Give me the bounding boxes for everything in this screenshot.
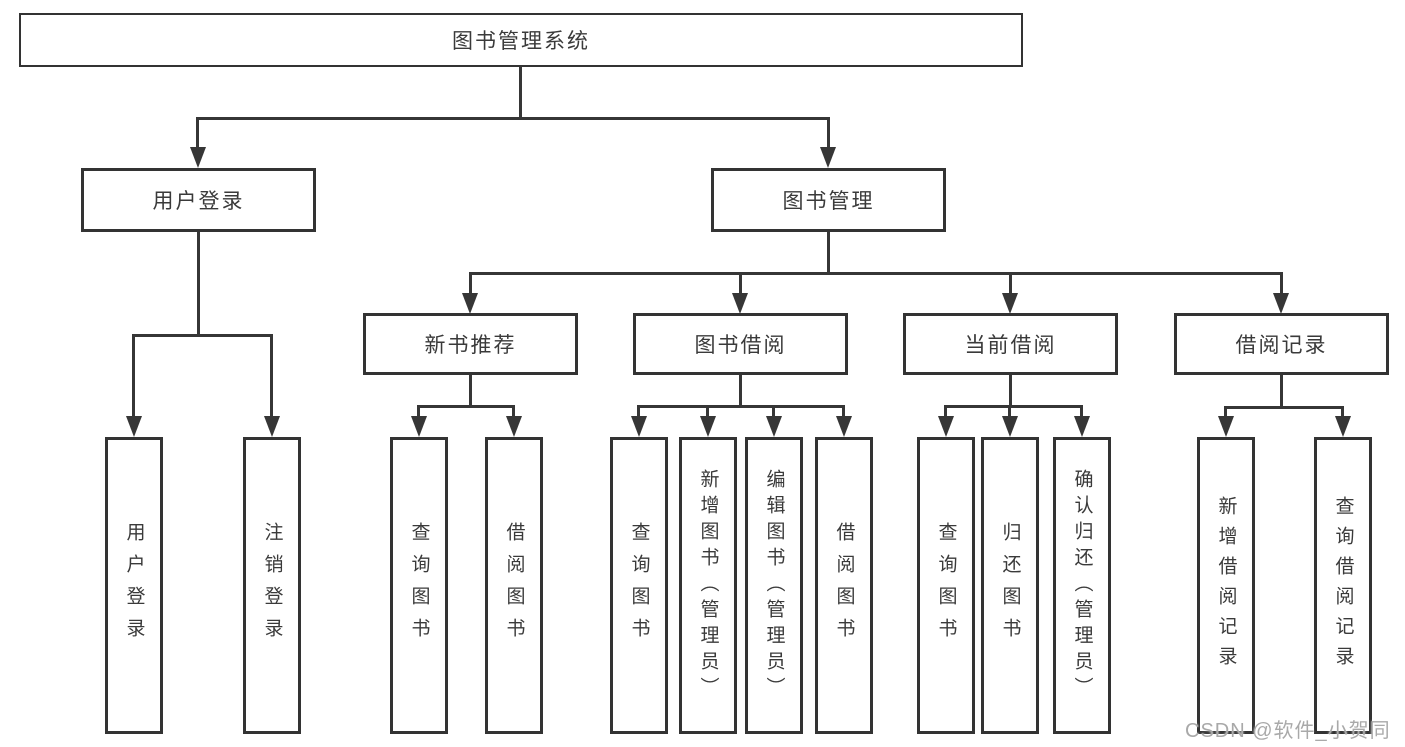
- arrow-down-icon: [462, 293, 478, 314]
- node-library-management-system: 图书管理系统: [19, 13, 1023, 67]
- node-label: 新书推荐: [424, 334, 517, 357]
- arrow-down-icon: [264, 416, 280, 437]
- connector-line: [132, 334, 135, 419]
- leaf-label: 新增图书（管理员）: [697, 468, 719, 703]
- node-user-login: 用户登录: [81, 168, 316, 232]
- connector-line: [197, 117, 830, 120]
- leaf-label: 查询借阅记录: [1332, 495, 1354, 676]
- node-borrowing-records: 借阅记录: [1174, 313, 1389, 375]
- arrow-down-icon: [1074, 416, 1090, 437]
- arrow-down-icon: [1002, 416, 1018, 437]
- leaf-query-books-current: 查询图书: [917, 437, 975, 734]
- connector-line: [827, 230, 830, 275]
- connector-line: [706, 405, 709, 419]
- connector-line: [519, 66, 522, 119]
- node-new-book-recommendation: 新书推荐: [363, 313, 578, 375]
- leaf-borrow-books-recommend: 借阅图书: [485, 437, 543, 734]
- connector-line: [827, 117, 830, 150]
- node-book-borrowing: 图书借阅: [633, 313, 848, 375]
- leaf-label: 确认归还（管理员）: [1071, 468, 1093, 703]
- leaf-borrow-books: 借阅图书: [815, 437, 873, 734]
- arrow-down-icon: [700, 416, 716, 437]
- leaf-add-borrow-record: 新增借阅记录: [1197, 437, 1255, 734]
- leaf-return-books: 归还图书: [981, 437, 1039, 734]
- connector-line: [1080, 405, 1083, 419]
- arrow-down-icon: [126, 416, 142, 437]
- connector-line: [132, 334, 273, 337]
- connector-line: [417, 405, 420, 419]
- leaf-edit-books-admin: 编辑图书（管理员）: [745, 437, 803, 734]
- connector-line: [944, 405, 947, 419]
- arrow-down-icon: [411, 416, 427, 437]
- arrow-down-icon: [1218, 416, 1234, 437]
- connector-line: [270, 334, 273, 419]
- leaf-user-login: 用户登录: [105, 437, 163, 734]
- arrow-down-icon: [820, 147, 836, 168]
- connector-line: [1341, 406, 1344, 419]
- connector-line: [1224, 406, 1344, 409]
- arrow-down-icon: [506, 416, 522, 437]
- arrow-down-icon: [836, 416, 852, 437]
- connector-line: [1224, 406, 1227, 419]
- leaf-logout: 注销登录: [243, 437, 301, 734]
- leaf-query-borrow-record: 查询借阅记录: [1314, 437, 1372, 734]
- connector-line: [469, 272, 1282, 275]
- leaf-add-books-admin: 新增图书（管理员）: [679, 437, 737, 734]
- leaf-label: 借阅图书: [833, 521, 855, 650]
- node-label: 图书管理: [782, 190, 875, 213]
- arrow-down-icon: [766, 416, 782, 437]
- connector-line: [197, 230, 200, 337]
- arrow-down-icon: [732, 293, 748, 314]
- leaf-label: 归还图书: [999, 521, 1021, 650]
- node-label: 图书管理系统: [452, 30, 590, 53]
- arrow-down-icon: [631, 416, 647, 437]
- connector-line: [637, 405, 640, 419]
- node-label: 图书借阅: [694, 334, 787, 357]
- arrow-down-icon: [190, 147, 206, 168]
- node-label: 用户登录: [152, 190, 245, 213]
- leaf-label: 用户登录: [123, 521, 145, 650]
- connector-line: [637, 405, 844, 408]
- leaf-query-books-recommend: 查询图书: [390, 437, 448, 734]
- connector-line: [1008, 405, 1011, 419]
- connector-line: [739, 373, 742, 408]
- leaf-label: 注销登录: [261, 521, 283, 650]
- connector-line: [1280, 373, 1283, 409]
- connector-line: [772, 405, 775, 419]
- connector-line: [512, 405, 515, 419]
- connector-line: [469, 373, 472, 408]
- connector-line: [196, 117, 199, 150]
- leaf-label: 新增借阅记录: [1215, 495, 1237, 676]
- connector-line: [1009, 272, 1012, 296]
- connector-line: [842, 405, 845, 419]
- leaf-query-books-borrow: 查询图书: [610, 437, 668, 734]
- arrow-down-icon: [1335, 416, 1351, 437]
- node-label: 借阅记录: [1235, 334, 1328, 357]
- watermark: CSDN @软件_小贺同学: [1185, 720, 1391, 742]
- connector-line: [944, 405, 1083, 408]
- connector-line: [1009, 373, 1012, 408]
- leaf-label: 查询图书: [935, 521, 957, 650]
- connector-line: [469, 272, 472, 296]
- leaf-label: 借阅图书: [503, 521, 525, 650]
- node-current-borrowing: 当前借阅: [903, 313, 1118, 375]
- connector-line: [739, 272, 742, 296]
- arrow-down-icon: [1273, 293, 1289, 314]
- node-book-management: 图书管理: [711, 168, 946, 232]
- node-label: 当前借阅: [964, 334, 1057, 357]
- connector-line: [1280, 272, 1283, 296]
- leaf-label: 编辑图书（管理员）: [763, 468, 785, 703]
- connector-line: [417, 405, 515, 408]
- leaf-label: 查询图书: [628, 521, 650, 650]
- leaf-label: 查询图书: [408, 521, 430, 650]
- arrow-down-icon: [1002, 293, 1018, 314]
- leaf-confirm-return-admin: 确认归还（管理员）: [1053, 437, 1111, 734]
- arrow-down-icon: [938, 416, 954, 437]
